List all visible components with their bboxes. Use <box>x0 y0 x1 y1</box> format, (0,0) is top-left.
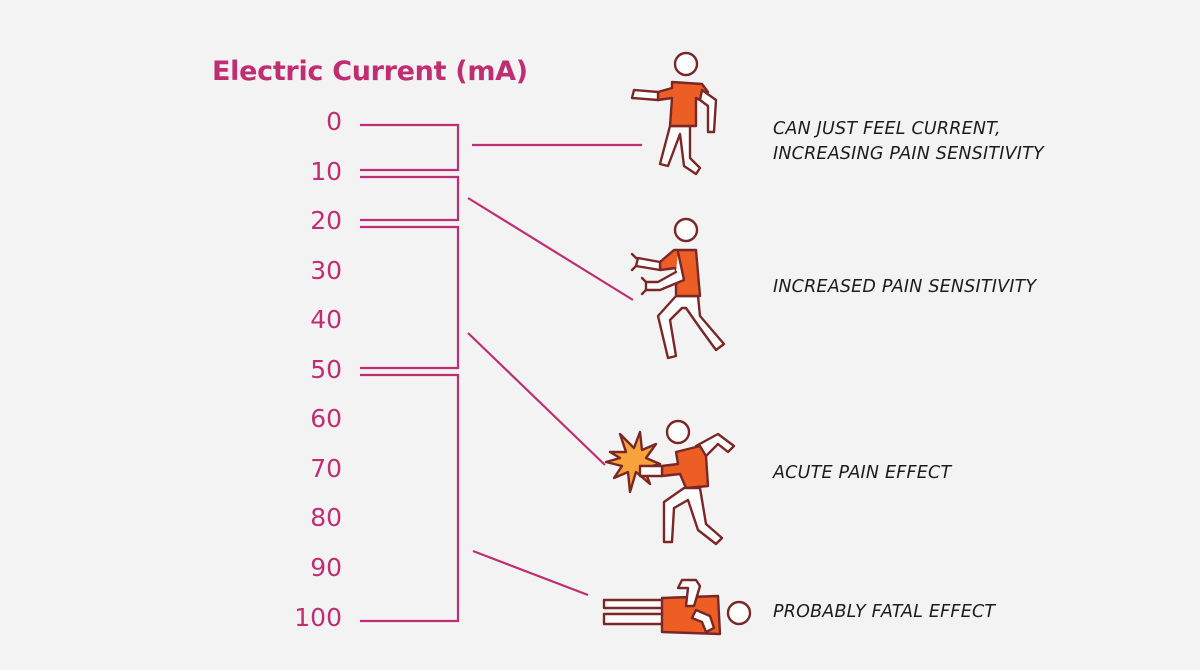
tick-label-50: 50 <box>310 355 342 384</box>
person-walking-icon <box>630 51 718 176</box>
tick-label-100: 100 <box>294 603 342 632</box>
tick-label-30: 30 <box>310 256 342 285</box>
bracket-20-50 <box>360 225 460 370</box>
tick-label-0: 0 <box>326 107 342 136</box>
person-lying-icon <box>602 578 752 636</box>
effect-3-label: ACUTE PAIN EFFECT <box>773 463 952 483</box>
person-jolted-icon <box>604 419 736 546</box>
bracket-0-10 <box>360 123 460 172</box>
connector-line-4 <box>472 549 589 597</box>
person-shocked-icon <box>630 217 726 360</box>
tick-label-60: 60 <box>310 404 342 433</box>
tick-label-70: 70 <box>310 454 342 483</box>
connector-line-3 <box>467 332 606 466</box>
tick-label-40: 40 <box>310 305 342 334</box>
bracket-50-100 <box>360 373 460 623</box>
tick-label-20: 20 <box>310 206 342 235</box>
effect-1-line-2: INCREASING PAIN SENSITIVITY <box>773 144 1044 164</box>
tick-label-90: 90 <box>310 553 342 582</box>
connector-line-2 <box>467 197 634 301</box>
tick-label-10: 10 <box>310 157 342 186</box>
bracket-10-20 <box>360 175 460 222</box>
effect-1-line-1: CAN JUST FEEL CURRENT, <box>773 119 1001 139</box>
effect-4-label: PROBABLY FATAL EFFECT <box>773 602 996 622</box>
effect-2-label: INCREASED PAIN SENSITIVITY <box>773 277 1037 297</box>
tick-label-80: 80 <box>310 503 342 532</box>
axis-title: Electric Current (mA) <box>212 56 528 87</box>
